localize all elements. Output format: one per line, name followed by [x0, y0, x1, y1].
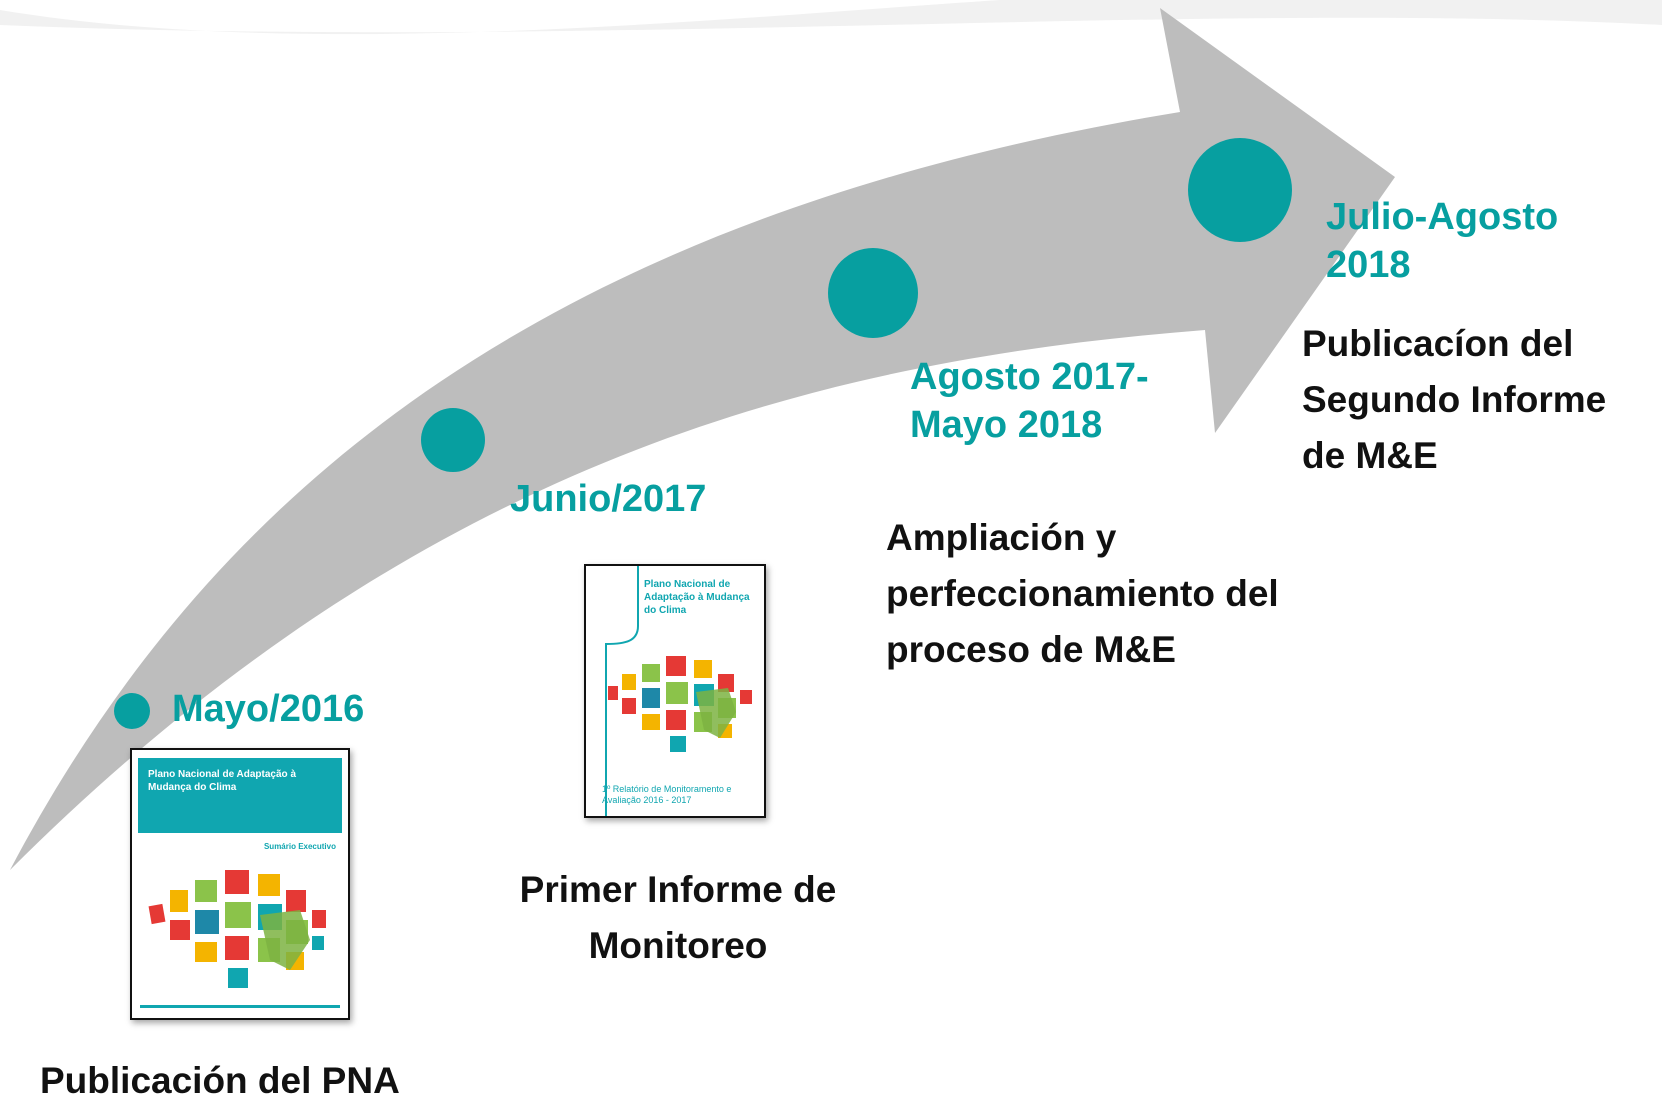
milestone-1-date: Mayo/2016 — [172, 688, 365, 730]
cover-1-subtitle: Sumário Executivo — [263, 842, 336, 851]
milestone-4-date: Julio-Agosto 2018 — [1326, 196, 1559, 286]
milestone-dot-2 — [421, 408, 485, 472]
milestone-dot-4 — [1188, 138, 1292, 242]
cover-2-frame-line-icon — [605, 566, 639, 816]
cover-1-title: Plano Nacional de Adaptação à Mudança do… — [138, 758, 342, 833]
milestone-2-date: Junio/2017 — [510, 478, 707, 520]
cover-2-title: Plano Nacional de Adaptação à Mudança do… — [644, 579, 750, 616]
globe-mosaic-icon — [608, 656, 752, 752]
globe-mosaic-icon — [148, 870, 326, 988]
milestone-dot-3 — [828, 248, 918, 338]
cover-2-footer: 1º Relatório de Monitoramento e Avaliaçã… — [602, 784, 732, 805]
pna-cover-thumbnail: Plano Nacional de Adaptação à Mudança do… — [130, 748, 350, 1020]
milestone-3-date: Agosto 2017- Mayo 2018 — [910, 356, 1149, 446]
decorative-top-swoosh — [0, 0, 1662, 35]
milestone-dot-1 — [114, 693, 150, 729]
first-report-cover-thumbnail: Plano Nacional de Adaptação à Mudança do… — [584, 564, 766, 818]
cover-1-rule — [140, 1005, 340, 1008]
milestone-3-description: Ampliación y perfeccionamiento del proce… — [886, 517, 1279, 670]
milestone-1-description: Publicación del PNA — [40, 1060, 400, 1101]
milestone-2-description: Primer Informe de Monitoreo — [519, 869, 837, 966]
milestone-4-description: Publicacíon del Segundo Informe de M&E — [1302, 323, 1607, 476]
